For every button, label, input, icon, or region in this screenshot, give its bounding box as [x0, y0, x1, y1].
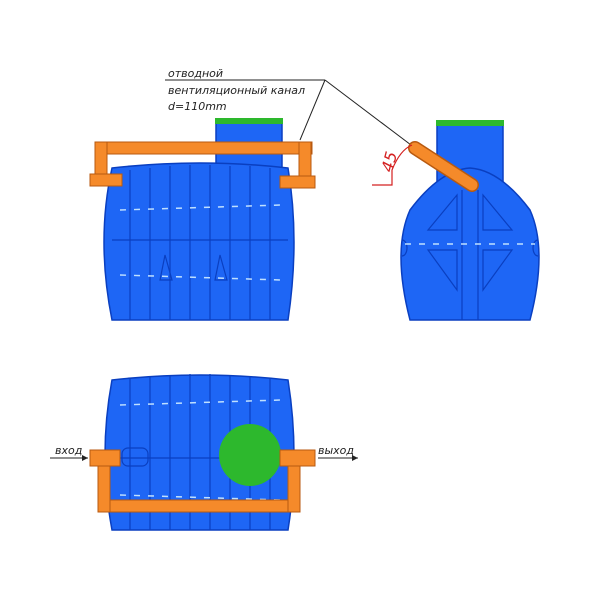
vent-label-line2: вентиляционный канал	[168, 84, 305, 97]
top-view	[50, 374, 358, 531]
front-body	[103, 162, 295, 321]
vent-label-line3: d=110mm	[168, 100, 227, 113]
front-inlet-stub	[89, 173, 123, 187]
inlet-label: вход	[55, 444, 82, 457]
front-outlet-stub	[279, 175, 316, 189]
side-view: 45	[372, 120, 540, 321]
side-hatch-cap	[436, 120, 504, 126]
side-body	[400, 167, 540, 321]
top-hatch	[219, 424, 281, 486]
vent-label-leader	[165, 79, 416, 149]
vent-label-line1: отводной	[168, 67, 223, 80]
top-inlet-stub	[89, 449, 121, 467]
top-outlet-stub	[279, 449, 316, 467]
angle-label: 45	[378, 149, 402, 174]
outlet-label: выход	[318, 444, 354, 457]
top-vent-pipe-bottom	[97, 499, 301, 513]
front-view	[89, 118, 316, 321]
angle-dimension	[372, 144, 413, 186]
front-vent-pipe-top	[94, 141, 313, 155]
front-hatch-cap	[215, 118, 283, 124]
